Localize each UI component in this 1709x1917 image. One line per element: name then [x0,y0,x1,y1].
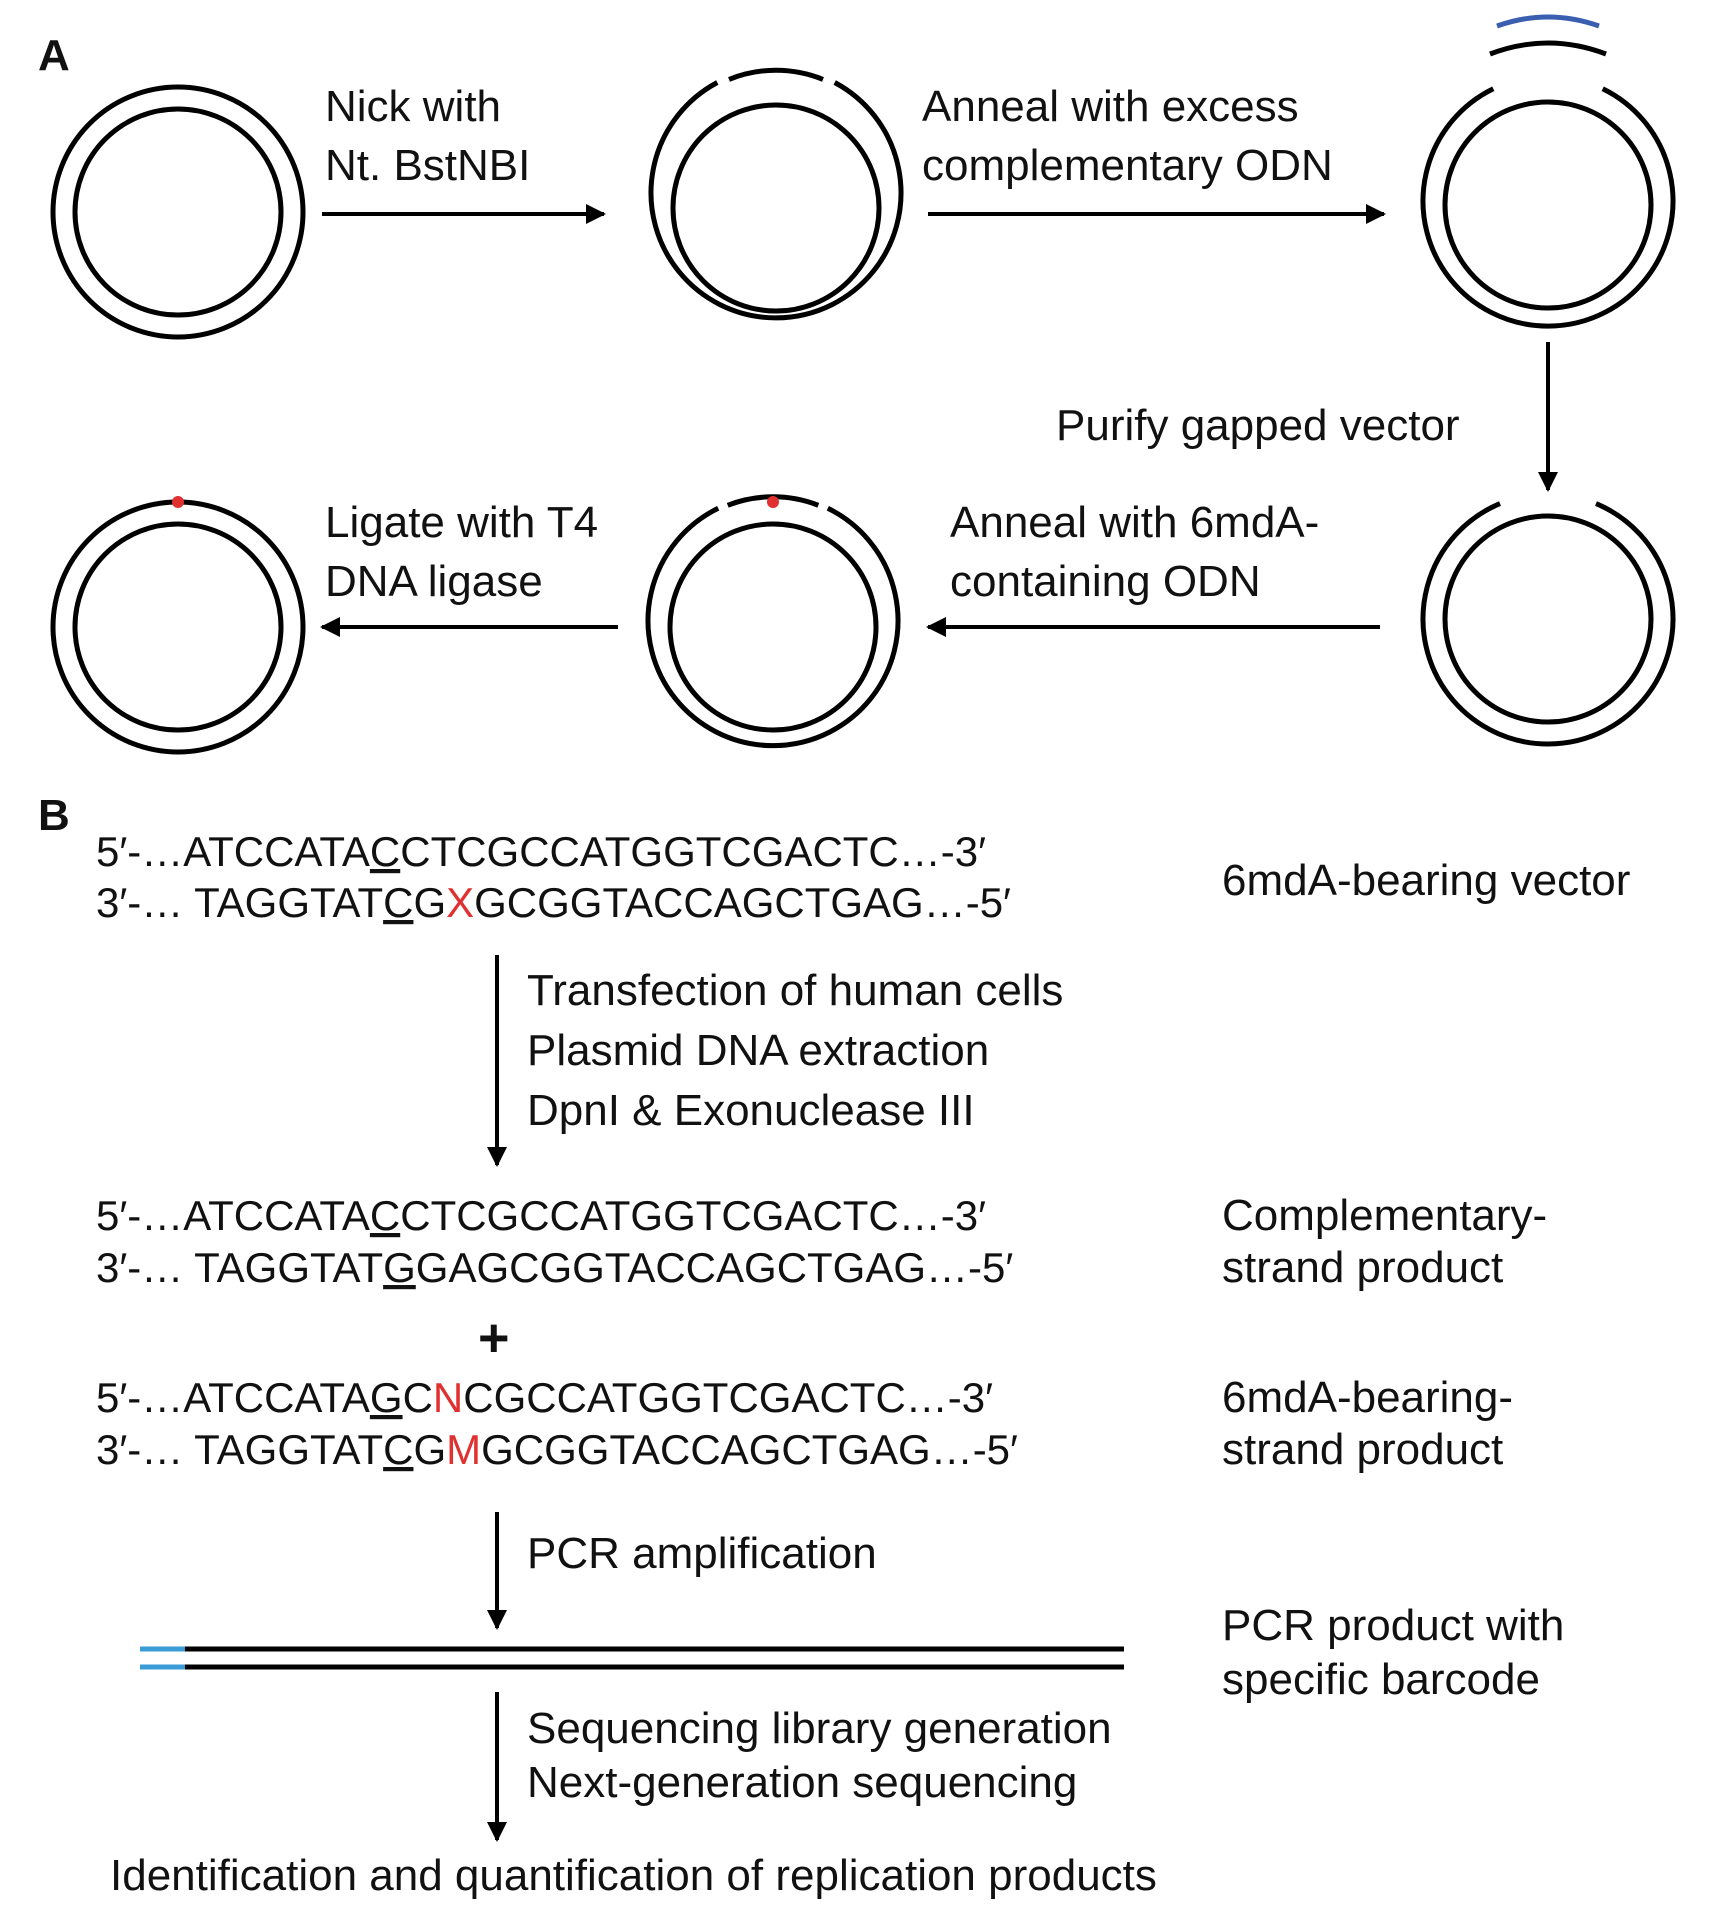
seq-part: C [403,1374,433,1421]
seq-underlined-base: C [370,1192,400,1239]
seq-underlined-base: C [383,879,413,926]
plasmid-intact [50,84,306,340]
plasmid-nicked [648,67,904,321]
seq-part: G [413,879,446,926]
plasmid-ligated-6mda [50,496,306,755]
6mda-marker [767,496,779,508]
seq-underlined-base: C [383,1426,413,1473]
plus-sign: + [478,1308,510,1368]
step-nick-line1: Nick with [325,82,501,131]
seq-6mda-bottom: 3′-… TAGGTATCGMGCGGTACCAGCTGAG…-5′ [96,1426,1018,1473]
seq-comp-label-line1: Complementary- [1222,1191,1547,1240]
seq-part: CTCGCCATGGTCGACTC…-3′ [400,1192,986,1239]
seq-part: GCGGTACCAGCTGAG…-5′ [481,1426,1018,1473]
seq-underlined-base: G [370,1374,403,1421]
seq-part: G [413,1426,446,1473]
seq-comp-label: Complementary- strand product [1222,1191,1559,1292]
outer-strand-gapped [1420,501,1676,747]
seq-6mda-label-line2: strand product [1222,1425,1503,1474]
seq-vector-top: 5′-…ATCCATACCTCGCCATGGTCGACTC…-3′ [96,828,986,875]
step-transfection-label: Transfection of human cells Plasmid DNA … [527,966,1076,1135]
step-anneal-excess-line2: complementary ODN [922,141,1333,190]
seq-6mda-top: 5′-…ATCCATAGCNCGCCATGGTCGACTC…-3′ [96,1374,993,1421]
seq-6mda-label-line1: 6mdA-bearing- [1222,1373,1513,1422]
seq-part: CTCGCCATGGTCGACTC…-3′ [400,828,986,875]
pcr-product-label-line1: PCR product with [1222,1601,1564,1650]
outer-strand-segment [728,67,824,82]
step-purify-label: Purify gapped vector [1056,401,1460,450]
pcr-product [140,1646,1124,1670]
seq-part: 3′-… TAGGTAT [96,1244,383,1291]
panel-b-label: B [38,791,70,840]
seq-part: 3′-… TAGGTAT [96,879,383,926]
seq-variable-base-m: M [446,1426,481,1473]
step-nick-line2: Nt. BstNBI [325,141,530,190]
step-ligate-line1: Ligate with T4 [325,498,598,547]
inner-strand [72,521,284,733]
seq-variable-base-n: N [433,1374,463,1421]
inner-strand [1442,99,1654,311]
seq-part: CGCCATGGTCGACTC…-3′ [463,1374,993,1421]
seq-comp-bottom: 3′-… TAGGTATGGAGCGGTACCAGCTGAG…-5′ [96,1244,1013,1291]
seq-comp-label-line2: strand product [1222,1243,1503,1292]
seq-vector-bottom: 3′-… TAGGTATCGXGCGGTACCAGCTGAG…-5′ [96,879,1011,926]
outer-strand-nicked [648,80,904,321]
step-transfection-line2: Plasmid DNA extraction [527,1026,989,1075]
step-pcr-label: PCR amplification [527,1529,877,1578]
plasmid-annealed-6mda [645,494,901,749]
seq-part: 3′-… TAGGTAT [96,1426,383,1473]
outer-strand [50,499,306,755]
inner-strand [670,102,882,314]
step-sequencing-line1: Sequencing library generation [527,1704,1112,1753]
final-outcome: Identification and quantification of rep… [110,1851,1157,1900]
inner-strand [1442,513,1654,725]
step-sequencing-line2: Next-generation sequencing [527,1758,1077,1807]
step-sequencing-label: Sequencing library generation Next-gener… [527,1704,1124,1807]
inner-strand [72,106,284,318]
step-ligate-label: Ligate with T4 DNA ligase [325,498,610,606]
released-segment [1489,40,1607,57]
pcr-product-label: PCR product with specific barcode [1222,1601,1577,1704]
outer-strand-nicked [645,506,901,749]
step-anneal-excess-label: Anneal with excess complementary ODN [922,82,1333,190]
inner-strand [667,521,879,733]
seq-part: 5′-…ATCCATA [96,1192,370,1239]
complementary-odn [1496,14,1600,29]
step-anneal-6mda-line2: containing ODN [950,557,1261,606]
outer-strand-gapped [1420,86,1676,329]
step-anneal-excess-line1: Anneal with excess [922,82,1299,131]
seq-part: 5′-…ATCCATA [96,1374,370,1421]
step-transfection-line1: Transfection of human cells [527,966,1063,1015]
seq-underlined-base: C [370,828,400,875]
6mda-marker [172,496,184,508]
outer-strand [50,84,306,340]
step-anneal-6mda-label: Anneal with 6mdA- containing ODN [950,498,1332,606]
seq-vector-label: 6mdA-bearing vector [1222,856,1630,905]
plasmid-gapped-purified [1420,501,1676,747]
plasmid-gapped-with-odn [1420,14,1676,329]
step-nick-label: Nick with Nt. BstNBI [325,82,530,190]
seq-part: GAGCGGTACCAGCTGAG…-5′ [416,1244,1014,1291]
seq-comp-top: 5′-…ATCCATACCTCGCCATGGTCGACTC…-3′ [96,1192,986,1239]
panel-a-label: A [38,31,70,80]
step-ligate-line2: DNA ligase [325,557,543,606]
seq-modified-base-x: X [446,879,474,926]
seq-part: GCGGTACCAGCTGAG…-5′ [474,879,1011,926]
seq-part: 5′-…ATCCATA [96,828,370,875]
pcr-product-label-line2: specific barcode [1222,1655,1540,1704]
step-anneal-6mda-line1: Anneal with 6mdA- [950,498,1319,547]
seq-underlined-base: G [383,1244,416,1291]
step-transfection-line3: DpnI & Exonuclease III [527,1086,975,1135]
seq-6mda-label: 6mdA-bearing- strand product [1222,1373,1525,1474]
